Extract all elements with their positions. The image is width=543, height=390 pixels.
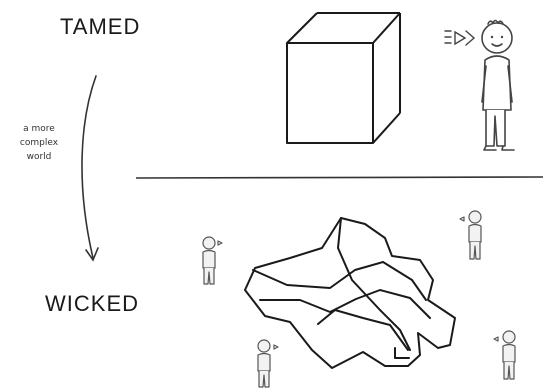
tamed-label: TAMED [60, 14, 140, 40]
transition-line: a more [8, 122, 70, 136]
small-person-icon [460, 211, 481, 259]
eye-icon [445, 31, 474, 45]
cube-icon [287, 13, 400, 143]
small-person-icon [203, 237, 222, 284]
transition-annotation: a more complex world [8, 122, 70, 164]
wicked-label: WICKED [45, 291, 139, 317]
tangled-shape-icon [245, 218, 455, 368]
transition-line: complex [8, 136, 70, 150]
small-person-icon [494, 331, 515, 379]
small-person-icon [258, 340, 278, 387]
transition-arrow [82, 76, 98, 260]
section-divider [136, 177, 543, 178]
person-icon [482, 21, 514, 151]
transition-line: world [8, 150, 70, 164]
